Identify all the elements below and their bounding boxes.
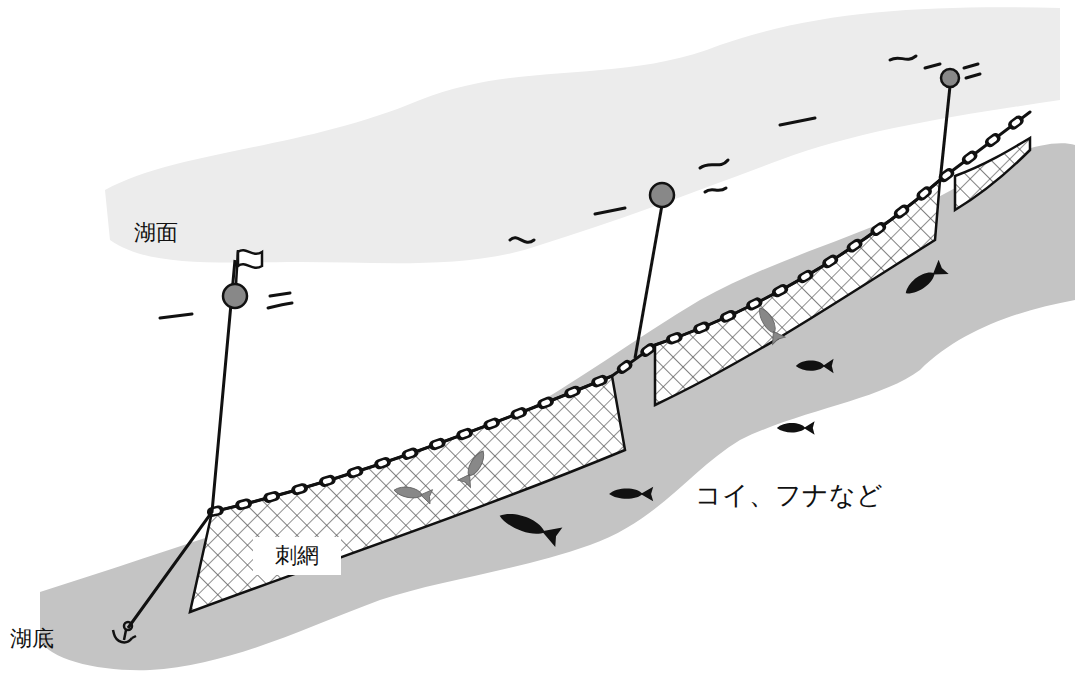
bottom-label: 湖底 bbox=[10, 624, 54, 654]
lake-bottom bbox=[40, 143, 1075, 670]
anchor bbox=[113, 622, 136, 642]
surface-label: 湖面 bbox=[134, 218, 178, 248]
net-label: 刺網 bbox=[275, 541, 319, 571]
head-rope bbox=[212, 112, 1030, 512]
fish-label: コイ、フナなど bbox=[695, 478, 883, 513]
net-label-box: 刺網 bbox=[253, 537, 341, 575]
buoy-lines bbox=[128, 86, 950, 628]
flag bbox=[236, 250, 262, 285]
buoys bbox=[223, 69, 959, 308]
caught-fish bbox=[393, 304, 785, 503]
swimming-fish bbox=[496, 260, 949, 547]
